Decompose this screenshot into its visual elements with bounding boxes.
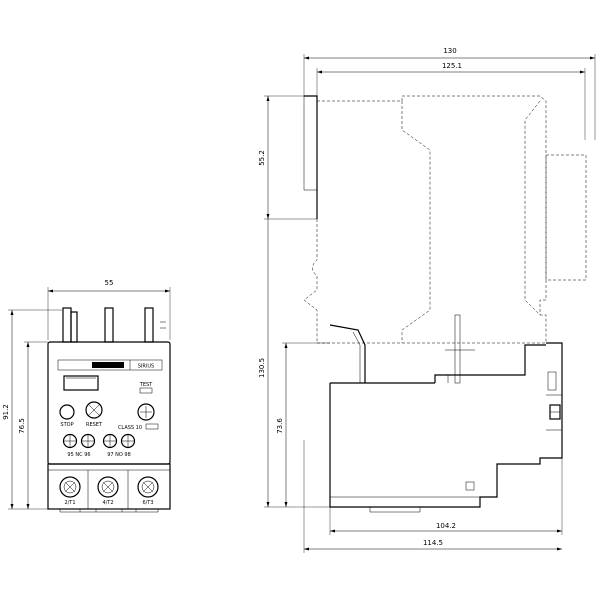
side-upper-height-dim: 55.2 [258,150,266,166]
side-depth-114-dim: 114.5 [423,539,443,547]
side-lower-height-dim: 73.6 [276,418,284,434]
test-label: TEST [139,382,153,388]
side-depth-104-dim: 104.2 [436,522,456,530]
class-label: CLASS 10 [118,425,142,431]
terminal-label-t3: 6/T3 [142,500,153,506]
brand-label: SIRIUS [138,364,154,370]
main-terminals [59,476,159,498]
no-label: 97 NO 98 [107,452,131,458]
side-total-height-dim: 130.5 [258,358,266,378]
stop-label: STOP [60,422,73,428]
side-width-130-dim: 130 [443,47,456,55]
reset-label: RESET [86,422,103,428]
current-setting-dial[interactable] [85,401,103,419]
side-width-125-dim: 125.1 [442,62,462,70]
side-view: 130 125.1 55.2 130.5 73.6 104.2 [258,47,596,553]
reset-knob[interactable] [137,403,155,421]
front-view: 55 91.2 76.5 [2,279,171,513]
terminal-label-t1: 2/T1 [64,500,75,506]
stop-button[interactable] [59,404,75,420]
terminal-label-t2: 4/T2 [102,500,113,506]
nc-label: 95 NC 96 [67,452,90,458]
front-height-body-dim: 76.5 [18,418,26,434]
front-width-dim: 55 [105,279,114,287]
front-height-total-dim: 91.2 [2,404,10,420]
aux-contact-terminals [62,433,136,449]
